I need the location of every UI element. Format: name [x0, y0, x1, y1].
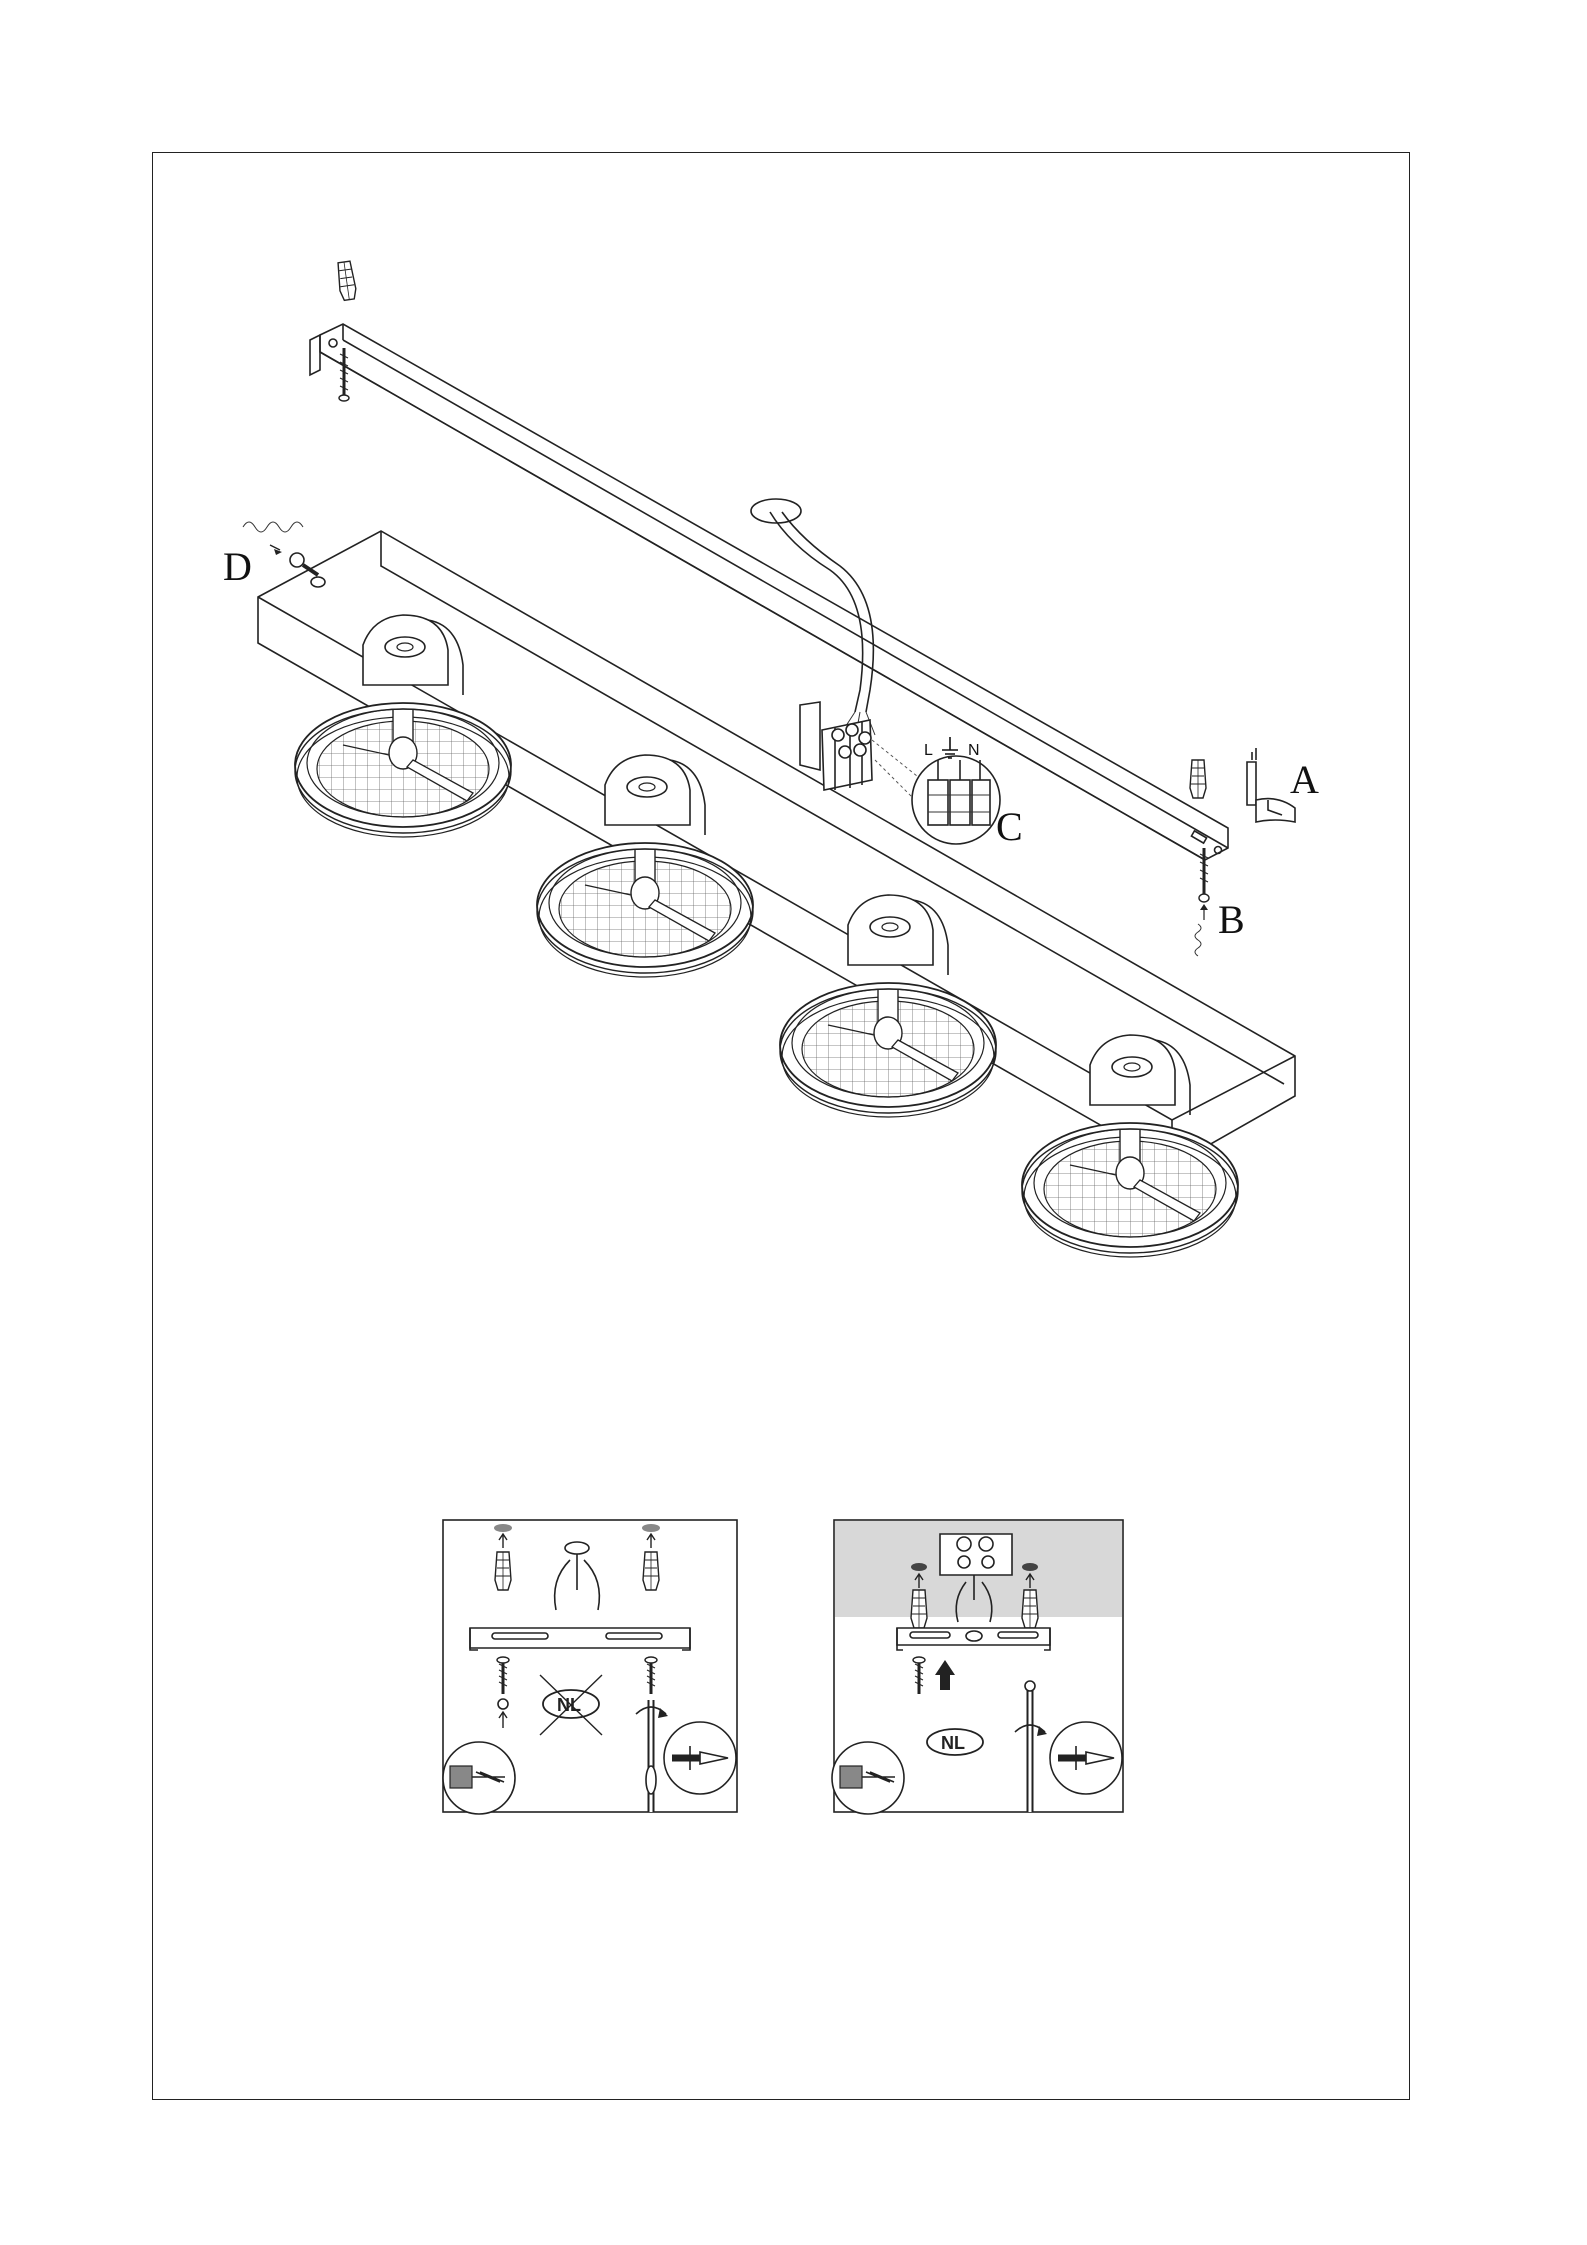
terminal-label-neutral: N	[968, 742, 980, 759]
drill-icon	[832, 1742, 904, 1814]
callout-a: A	[1290, 757, 1319, 802]
screwdriver-icon	[1050, 1722, 1122, 1794]
earth-symbol-icon	[942, 737, 958, 758]
terminal-block-icon	[800, 702, 872, 790]
bracket-clip-icon	[1247, 748, 1295, 822]
terminal-detail-icon	[912, 756, 1000, 844]
nl-badge-left: NL	[557, 1695, 581, 1715]
terminal-label-live: L	[924, 742, 933, 759]
nl-badge-right: NL	[941, 1733, 965, 1753]
right-instruction-panel: NL	[832, 1520, 1123, 1814]
callout-b: B	[1218, 897, 1245, 942]
drill-icon	[443, 1742, 515, 1814]
callout-c: C	[996, 804, 1023, 849]
wall-plug-icon	[1190, 760, 1206, 798]
spring-screw-icon	[243, 522, 318, 575]
callout-d: D	[223, 544, 252, 589]
wall-plug-icon	[336, 261, 357, 301]
screwdriver-icon	[664, 1722, 736, 1794]
left-instruction-panel: NL	[443, 1520, 737, 1814]
screw-icon	[1195, 848, 1209, 956]
mounting-bracket-icon	[470, 1628, 690, 1650]
